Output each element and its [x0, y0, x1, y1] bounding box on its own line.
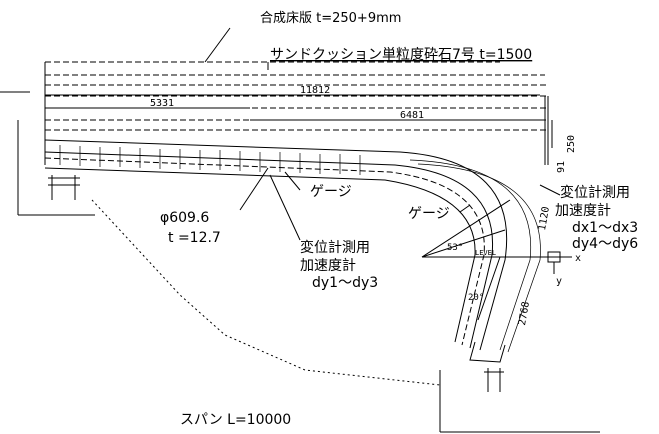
pipe-diameter-label: φ609.6: [160, 210, 209, 226]
level-lines: [421, 199, 572, 321]
dim-5331: 5331: [150, 98, 174, 109]
sensor-mid-line3: dy1～dy3: [312, 275, 378, 291]
dim-250: 250: [566, 135, 577, 153]
sensor-right-line1: 変位計測用: [560, 184, 630, 201]
cushion-layer: [44, 62, 549, 165]
right-support: [439, 368, 600, 433]
leader-lines: [239, 167, 561, 241]
dim-1120: 1120: [537, 206, 552, 232]
sensor-mid-line1: 変位計測用: [300, 239, 370, 256]
sensor-right-line4: dy4～dy6: [572, 236, 638, 252]
dim-6481: 6481: [400, 110, 424, 121]
left-pier: [0, 91, 95, 216]
angle-20: 20°: [468, 293, 484, 303]
axis-y-label: y: [556, 276, 562, 287]
axis-x-label: x: [575, 253, 581, 264]
deck-plate-label: 合成床版 t=250+9mm: [260, 11, 401, 26]
sensor-mid-line2: 加速度計: [300, 258, 356, 274]
dim-2768: 2768: [517, 301, 532, 327]
deck-plate: [45, 27, 500, 63]
gauge-left-label: ゲージ: [310, 184, 352, 200]
angle-53: 53°: [447, 243, 463, 253]
span-label: スパン L=10000: [180, 412, 291, 428]
cushion-label: サンドクッション単粒度砕石7号 t=1500: [270, 47, 532, 63]
dimension-lines: [45, 94, 553, 165]
sensor-right-line3: dx1～dx3: [572, 220, 638, 236]
ground-line: [91, 199, 441, 386]
dim-91: 91: [556, 161, 567, 173]
sensor-right-line2: 加速度計: [555, 203, 611, 219]
gauge-right-label: ゲージ: [408, 206, 450, 222]
steel-pipe: [44, 139, 541, 363]
level-label: LEVEL: [475, 249, 496, 257]
dim-11812: 11812: [300, 85, 330, 96]
pipe-thickness-label: t =12.7: [168, 230, 221, 246]
